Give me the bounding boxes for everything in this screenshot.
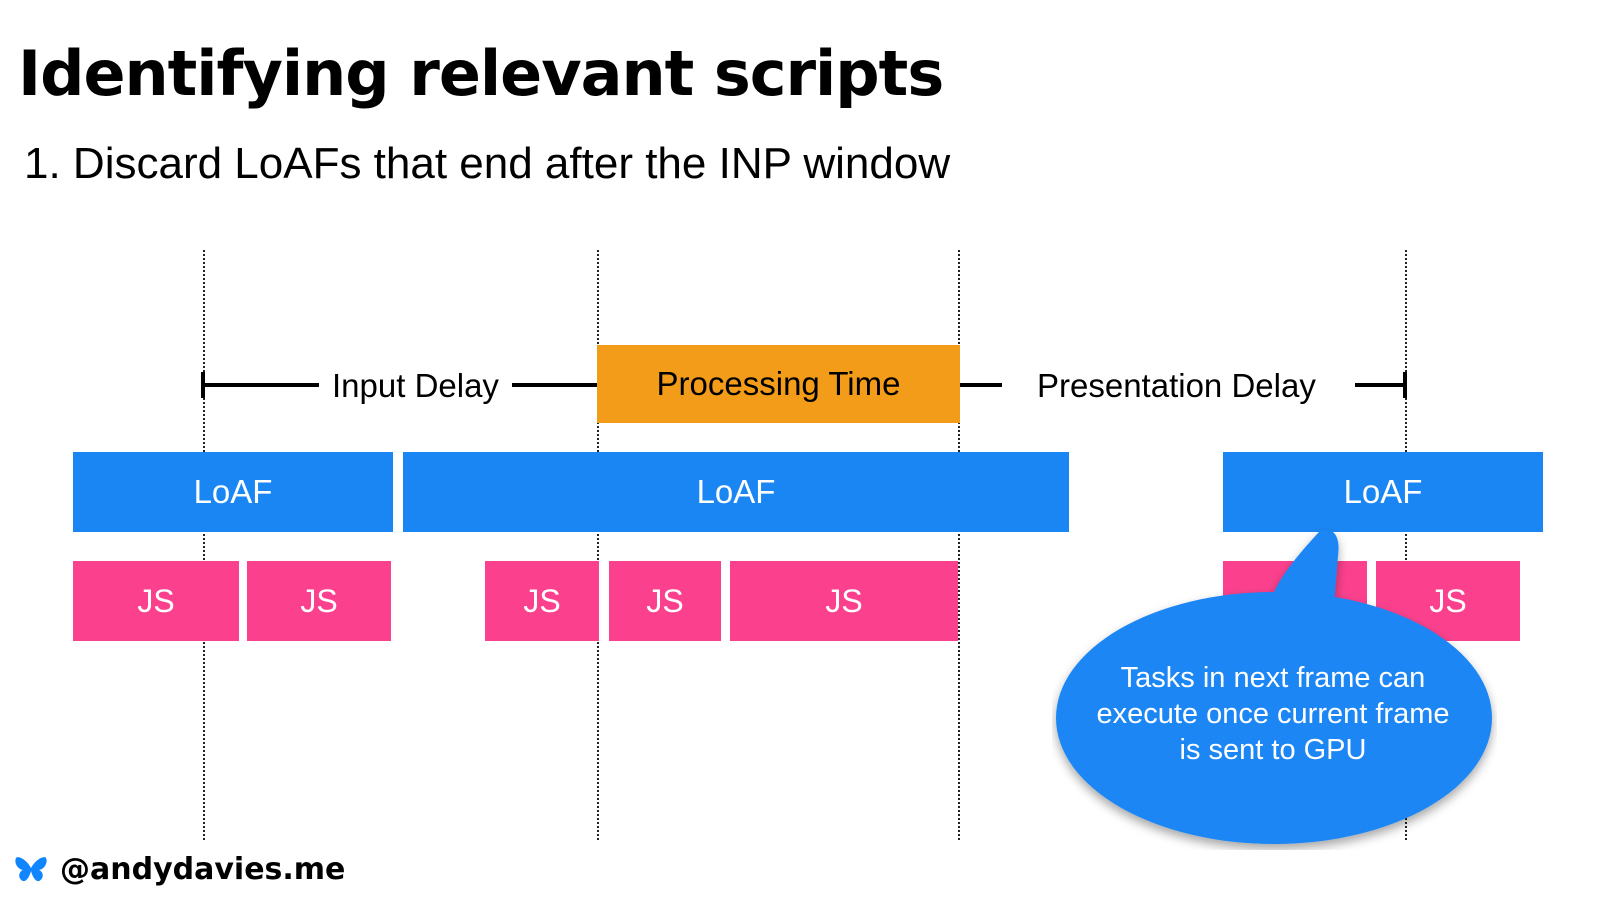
processing-time-block: Processing Time: [597, 345, 960, 423]
js-task-label: JS: [300, 582, 338, 619]
presentation-delay-line-left: [960, 383, 1002, 387]
js-task: JS: [1376, 561, 1520, 641]
loaf-bar: LoAF: [73, 452, 393, 532]
callout-line: is sent to GPU: [1179, 734, 1367, 766]
presentation-delay-line-right: [1355, 383, 1407, 387]
loaf-label: LoAF: [193, 473, 273, 510]
js-task: JS: [730, 561, 958, 641]
loaf-label: LoAF: [1343, 473, 1423, 510]
butterfly-icon: [15, 856, 47, 881]
input-delay-line-left: [201, 383, 319, 387]
js-task-label: JS: [137, 582, 175, 619]
loaf-bar: LoAF: [403, 452, 1069, 532]
loaf-bar: LoAF: [1223, 452, 1543, 532]
js-task-label: JS: [523, 582, 561, 619]
slide-title: Identifying relevant scripts: [18, 37, 944, 110]
js-task-label: JS: [1429, 582, 1467, 619]
guide-line-interaction-start: [203, 250, 205, 840]
js-task: JS: [485, 561, 599, 641]
callout-bubble: [1056, 530, 1492, 844]
timeline-end-tick: [1403, 372, 1407, 398]
callout-line: execute once current frame: [1096, 698, 1450, 730]
author-handle: @andydavies.me: [60, 852, 346, 887]
js-task-label: JS: [825, 582, 863, 619]
input-delay-label: Input Delay: [332, 367, 499, 404]
guide-line-next-paint: [1405, 250, 1407, 840]
loaf-label: LoAF: [696, 473, 776, 510]
slide-subtitle: 1. Discard LoAFs that end after the INP …: [24, 139, 951, 188]
footer: @andydavies.me: [14, 852, 345, 887]
processing-time-label: Processing Time: [656, 365, 901, 402]
callout-line: Tasks in next frame can: [1120, 662, 1426, 694]
guide-line-processing-start: [597, 250, 599, 840]
js-task: JS: [609, 561, 721, 641]
input-delay-line-right: [512, 383, 598, 387]
guide-line-processing-end: [958, 250, 960, 840]
presentation-delay-label: Presentation Delay: [1037, 367, 1316, 404]
js-task: JS: [247, 561, 391, 641]
js-task: JS: [73, 561, 239, 641]
callout-text: Tasks in next frame can execute once cur…: [1062, 660, 1484, 768]
js-task-label: JS: [646, 582, 684, 619]
